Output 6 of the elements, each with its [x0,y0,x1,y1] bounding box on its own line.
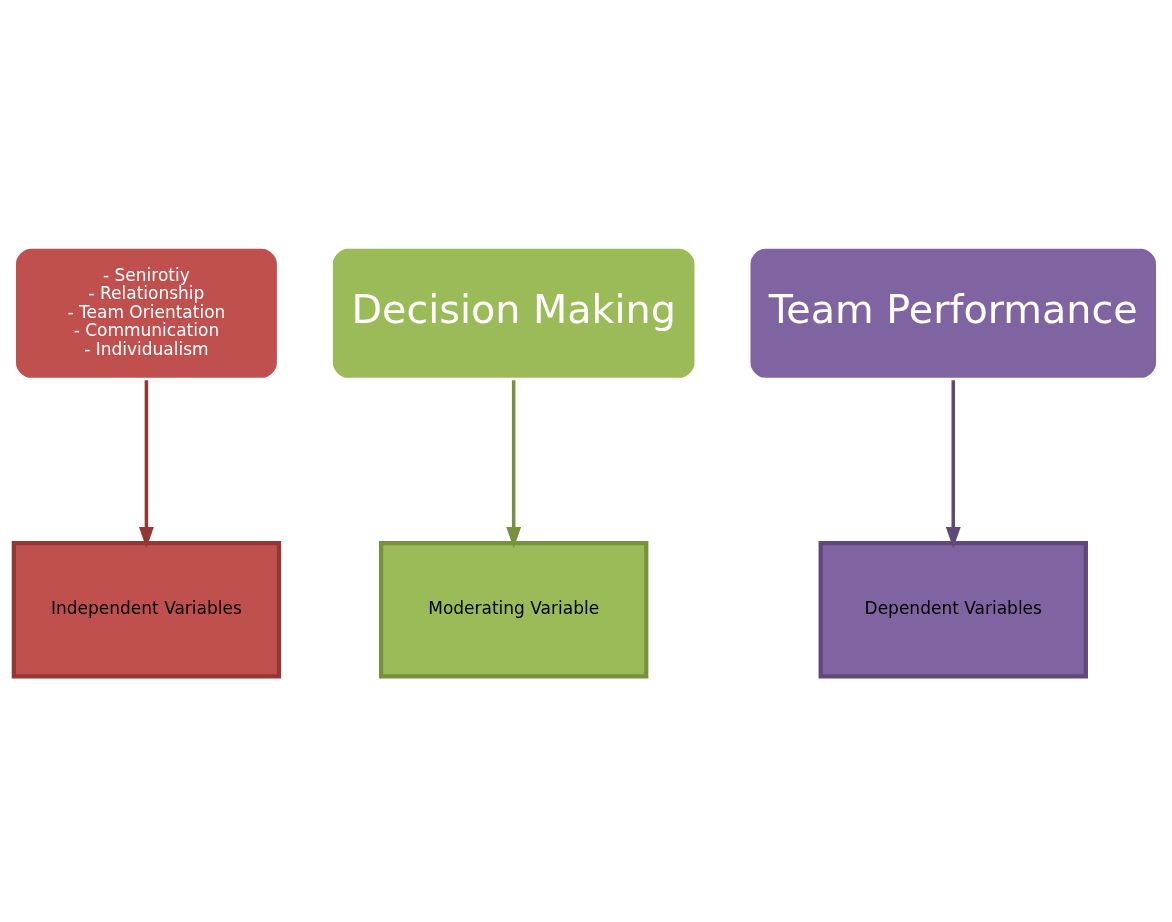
node-box: Independent Variables [11,540,282,678]
arrow [506,379,522,548]
arrow [945,379,961,548]
arrow [138,379,154,548]
node-box: Moderating Variable [378,540,649,678]
node-box: Dependent Variables [818,540,1088,678]
